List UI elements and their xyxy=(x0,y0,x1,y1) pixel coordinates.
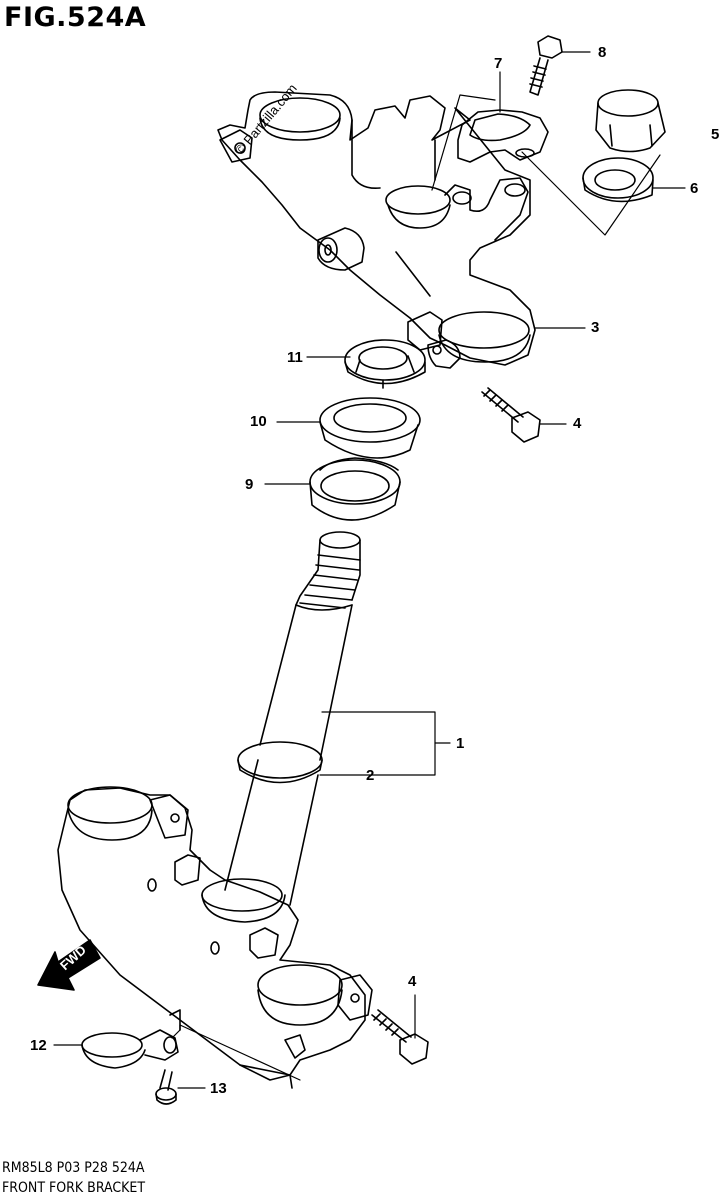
callout-11: 11 xyxy=(287,349,303,366)
callout-6: 6 xyxy=(690,180,699,197)
clamp-12 xyxy=(81,1029,179,1069)
callout-7: 7 xyxy=(494,55,503,72)
callout-5: 5 xyxy=(711,126,720,143)
bolt-4-upper xyxy=(481,387,541,443)
bolt-8 xyxy=(529,35,563,96)
steering-stem xyxy=(224,531,361,906)
upper-bracket xyxy=(217,91,536,369)
screw-13 xyxy=(155,1069,177,1105)
washer-6 xyxy=(582,157,654,203)
nut-11 xyxy=(344,339,426,389)
ring-2 xyxy=(237,741,323,784)
callout-4-lower: 4 xyxy=(408,973,417,990)
callout-10: 10 xyxy=(250,413,267,430)
figure-title: FIG.524A xyxy=(4,2,147,33)
lower-bracket xyxy=(57,786,373,1089)
callout-2: 2 xyxy=(366,767,375,784)
seal-10 xyxy=(319,397,421,459)
callout-13: 13 xyxy=(210,1080,227,1097)
callout-4-upper: 4 xyxy=(573,415,582,432)
footer-code: RM85L8 P03 P28 524A xyxy=(2,1160,145,1176)
bearing-9 xyxy=(309,457,401,521)
callout-12: 12 xyxy=(30,1037,47,1054)
callout-8: 8 xyxy=(598,44,607,61)
callout-9: 9 xyxy=(245,476,254,493)
handlebar-holder xyxy=(457,109,549,163)
cap-5 xyxy=(595,89,666,153)
footer-title: FRONT FORK BRACKET xyxy=(2,1180,146,1196)
callout-1: 1 xyxy=(456,735,465,752)
fwd-arrow-icon xyxy=(37,939,101,991)
bolt-4-lower xyxy=(371,1009,429,1065)
leader-lines xyxy=(53,51,686,1089)
callout-3: 3 xyxy=(591,319,600,336)
